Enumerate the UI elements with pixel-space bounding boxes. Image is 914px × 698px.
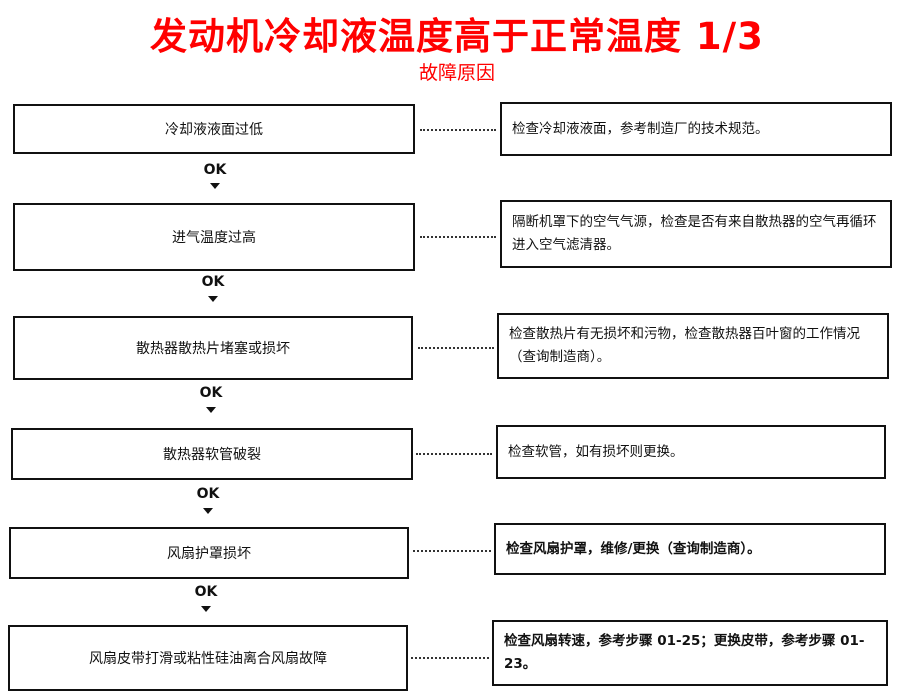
action-box-fan-shroud: 检查风扇护罩，维修/更换（查询制造商）。 (494, 523, 886, 575)
down-arrow-icon (206, 407, 216, 413)
cause-box-radiator-fins: 散热器散热片堵塞或损坏 (13, 316, 413, 380)
ok-label: OK (194, 584, 218, 600)
dotted-connector (420, 236, 496, 238)
action-text: 检查冷却液液面，参考制造厂的技术规范。 (512, 120, 769, 137)
action-box-coolant-level: 检查冷却液液面，参考制造厂的技术规范。 (500, 102, 892, 156)
action-text: 检查风扇护罩，维修/更换（查询制造商）。 (506, 540, 761, 557)
down-arrow-icon (210, 183, 220, 189)
dotted-connector (416, 453, 492, 455)
ok-label: OK (196, 486, 220, 502)
dotted-connector (420, 129, 496, 131)
action-text: 检查风扇转速，参考步骤 01-25；更换皮带，参考步骤 01-23。 (504, 633, 865, 672)
down-arrow-icon (203, 508, 213, 514)
action-text: 检查散热片有无损坏和污物，检查散热器百叶窗的工作情况（查询制造商）。 (509, 326, 860, 365)
cause-label: 散热器软管破裂 (163, 447, 261, 463)
action-box-intake-temp: 隔断机罩下的空气气源，检查是否有来自散热器的空气再循环进入空气滤清器。 (500, 200, 892, 268)
action-box-hose: 检查软管，如有损坏则更换。 (496, 425, 886, 479)
cause-box-coolant-level: 冷却液液面过低 (13, 104, 415, 154)
ok-label: OK (199, 385, 223, 401)
cause-box-fan-belt: 风扇皮带打滑或粘性硅油离合风扇故障 (8, 625, 408, 691)
down-arrow-icon (208, 296, 218, 302)
page-subtitle: 故障原因 (418, 62, 495, 84)
ok-label: OK (201, 274, 225, 290)
action-text: 检查软管，如有损坏则更换。 (508, 443, 684, 460)
cause-box-fan-shroud: 风扇护罩损坏 (9, 527, 409, 579)
ok-label: OK (203, 162, 227, 178)
cause-label: 进气温度过高 (172, 230, 256, 246)
cause-box-hose: 散热器软管破裂 (11, 428, 413, 480)
cause-box-intake-temp: 进气温度过高 (13, 203, 415, 271)
cause-label: 风扇护罩损坏 (167, 546, 251, 562)
cause-label: 散热器散热片堵塞或损坏 (136, 341, 290, 357)
action-text: 隔断机罩下的空气气源，检查是否有来自散热器的空气再循环进入空气滤清器。 (512, 214, 877, 253)
down-arrow-icon (201, 606, 211, 612)
page-title: 发动机冷却液温度高于正常温度 1/3 (150, 15, 764, 58)
cause-label: 冷却液液面过低 (165, 122, 263, 138)
dotted-connector (411, 657, 489, 659)
cause-label: 风扇皮带打滑或粘性硅油离合风扇故障 (89, 651, 327, 667)
dotted-connector (413, 550, 491, 552)
action-box-fan-belt: 检查风扇转速，参考步骤 01-25；更换皮带，参考步骤 01-23。 (492, 620, 888, 686)
dotted-connector (418, 347, 494, 349)
action-box-radiator-fins: 检查散热片有无损坏和污物，检查散热器百叶窗的工作情况（查询制造商）。 (497, 313, 889, 379)
